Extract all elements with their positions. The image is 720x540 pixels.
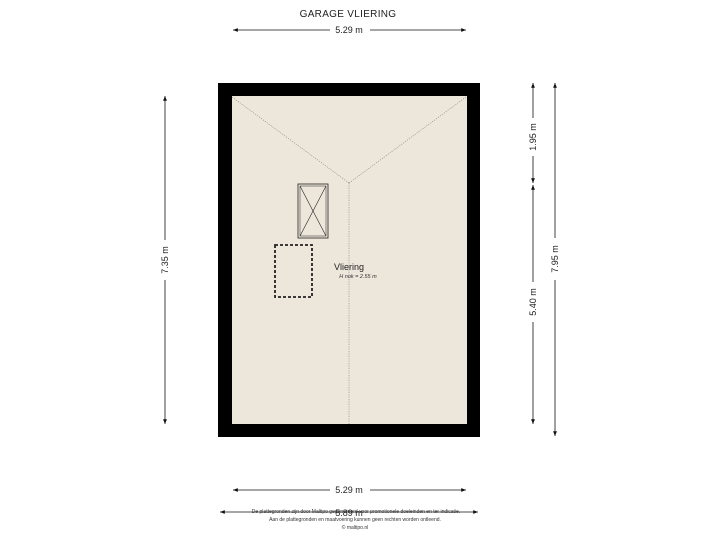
- room-name: Vliering: [334, 262, 364, 272]
- roof-ridge-lines: [231, 96, 467, 424]
- top-dimension-label: 5.29 m: [335, 25, 363, 35]
- footer-line-2: Aan de plattegronden en maatvoering kunn…: [269, 517, 441, 523]
- right-upper-dimension-label: 1.95 m: [528, 123, 538, 151]
- bottom-dimension: 5.29 m: [233, 484, 466, 496]
- bottom-overlap-dimension: 5.89 m: [220, 508, 478, 518]
- attic-hatch-icon: [274, 244, 313, 298]
- right-inner-dimensions: 1.95 m 5.40 m: [527, 83, 539, 424]
- floor-area: [232, 96, 467, 424]
- left-dimension-label: 7.35 m: [160, 246, 170, 274]
- right-lower-dimension-label: 5.40 m: [528, 288, 538, 316]
- room-height: H nok = 2.55 m: [339, 274, 377, 280]
- footer-disclaimer: De plattegronden zijn door Maltipo gegen…: [252, 509, 460, 531]
- footer-line-1: De plattegronden zijn door Maltipo gegen…: [252, 509, 460, 515]
- left-dimension: 7.35 m: [159, 96, 171, 424]
- footer-line-3: © maltipo.nl: [342, 524, 368, 531]
- plan-title: GARAGE VLIERING: [300, 9, 397, 20]
- bottom-overlap-dimension-label: 5.89 m: [335, 508, 363, 518]
- bottom-dimension-label: 5.29 m: [335, 485, 363, 495]
- top-dimension: 5.29 m: [233, 24, 466, 36]
- skylight-icon: [297, 183, 329, 239]
- right-total-dimension: 7.95 m: [549, 83, 561, 436]
- right-total-dimension-label: 7.95 m: [550, 245, 560, 273]
